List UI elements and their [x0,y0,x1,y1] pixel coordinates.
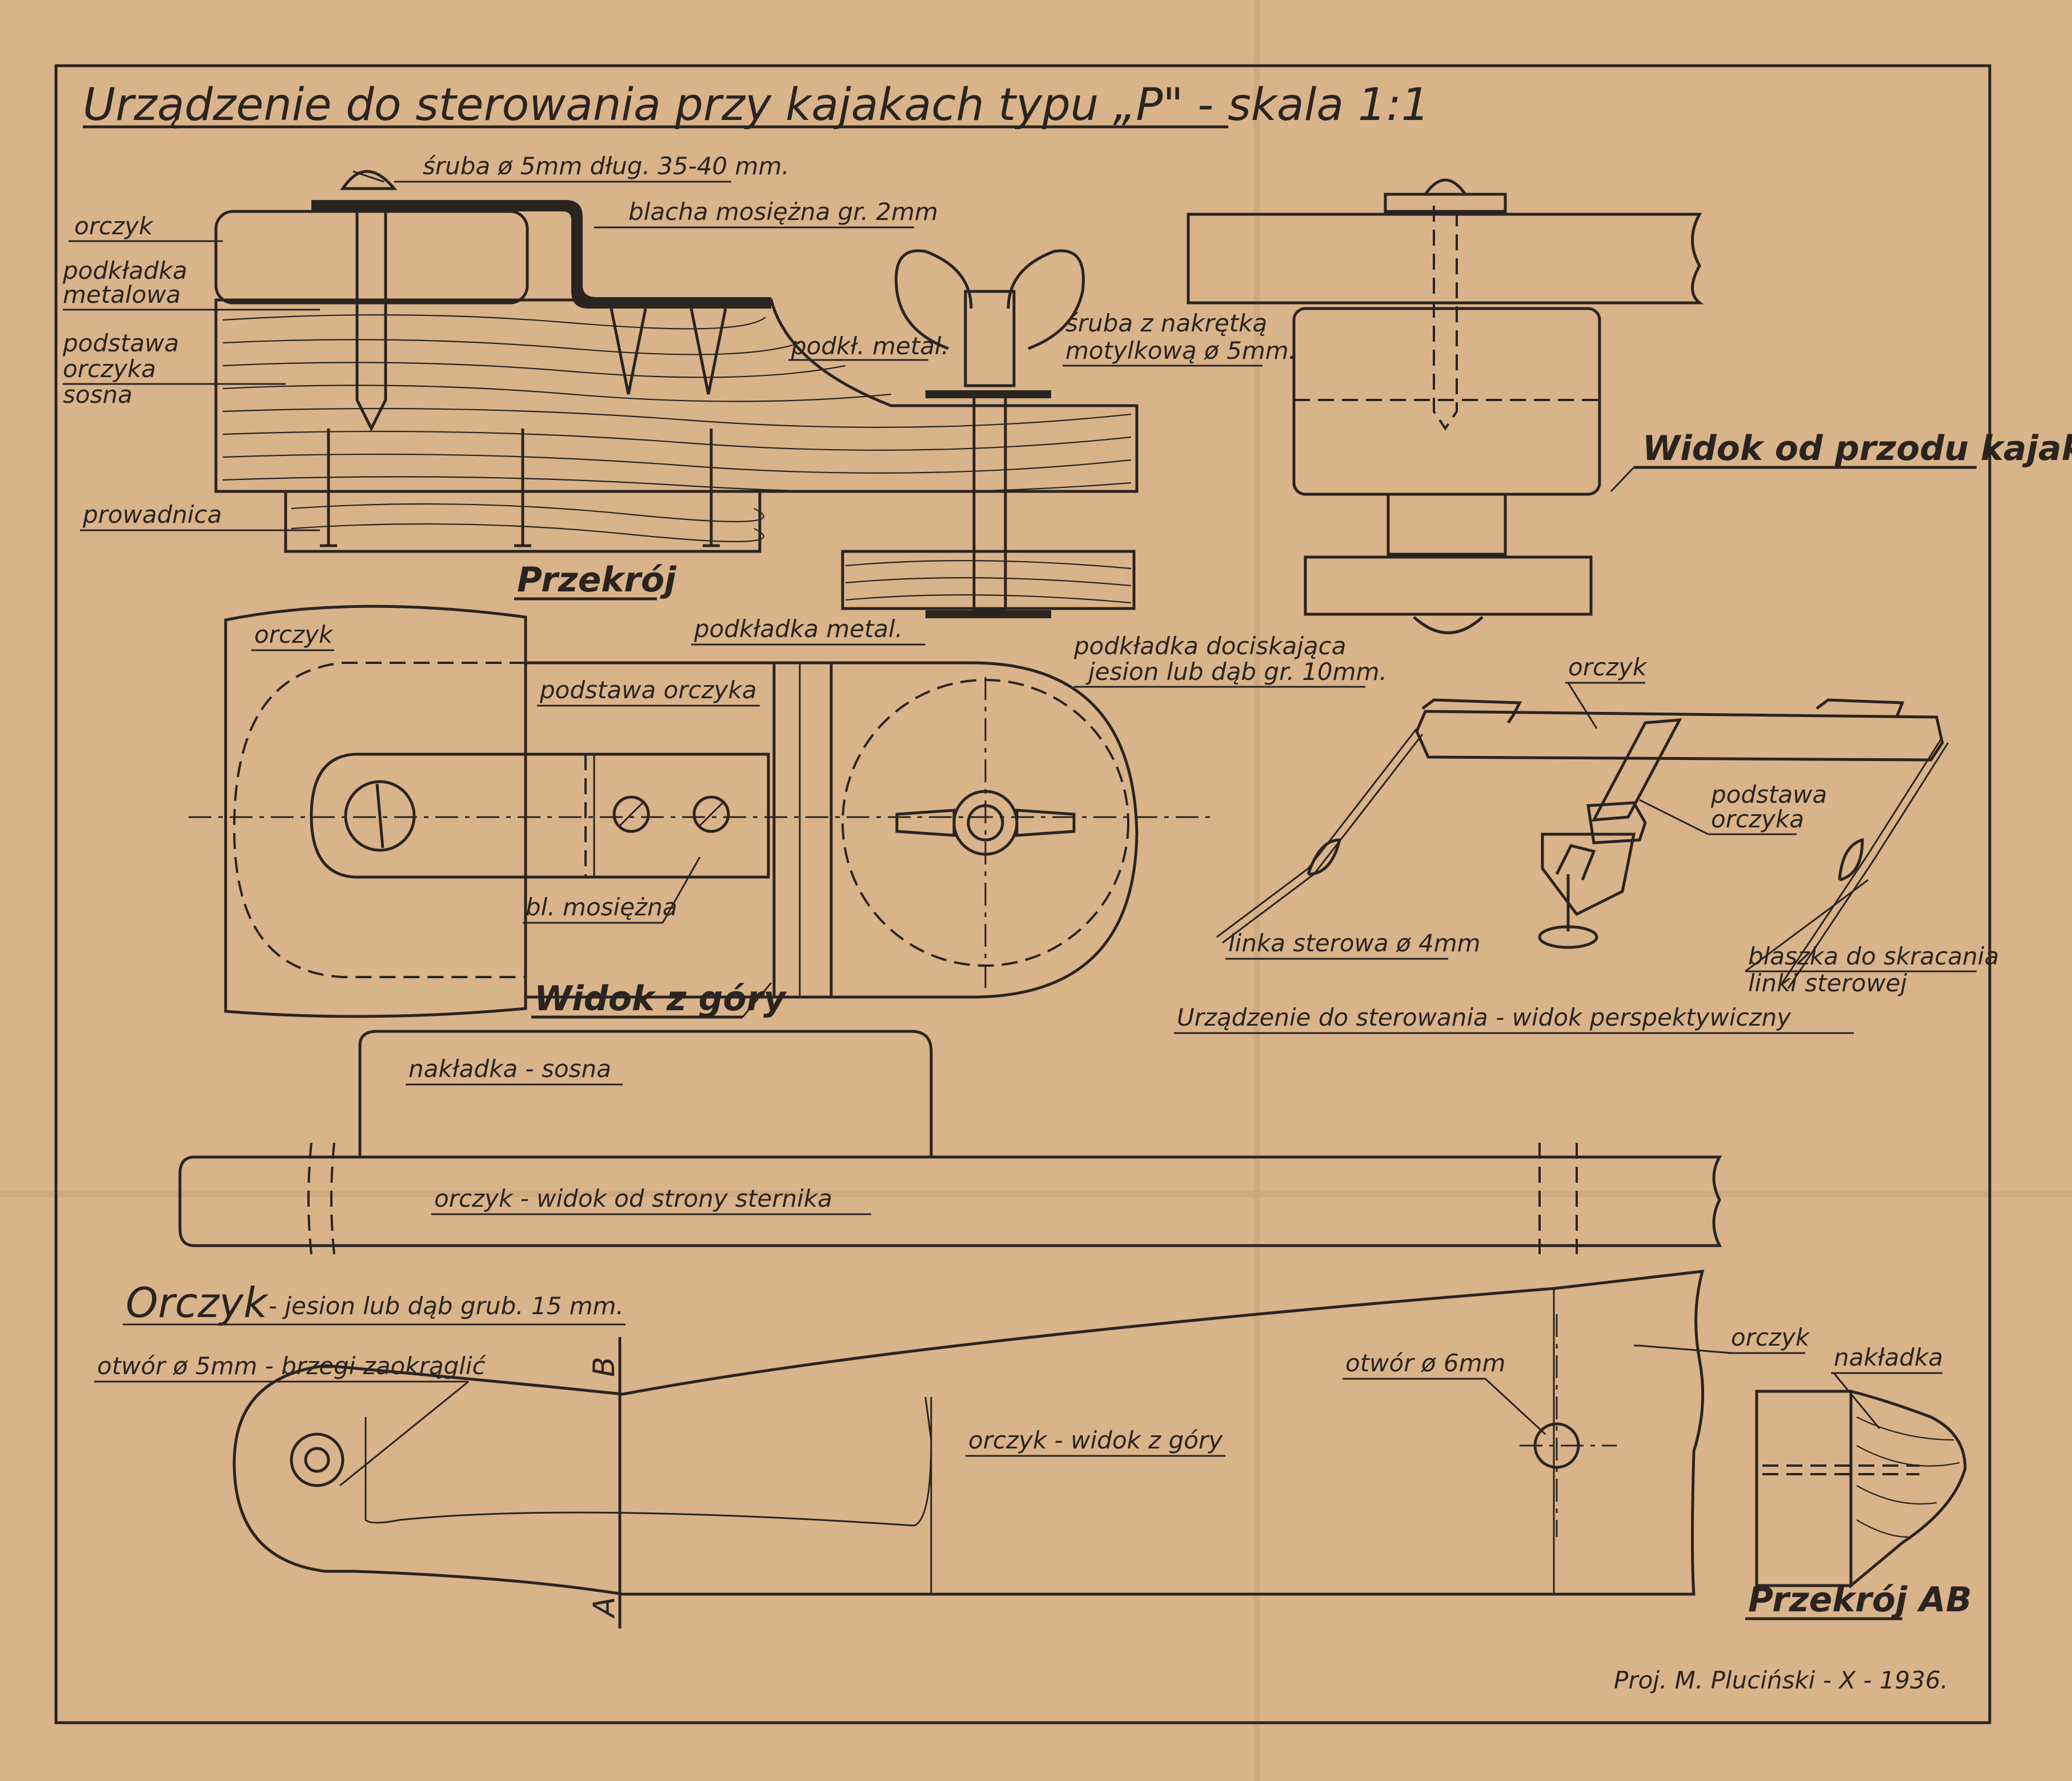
bolt-head [340,170,398,190]
label-widok-z-gory: Widok z góry [534,979,787,1019]
label-widok-przodu: Widok od przodu kajaka [1642,429,2072,469]
top-bolt-hole [344,780,416,852]
label-persp-orczyk: orczyk [1568,653,1648,681]
label-orczyk-section: orczyk [74,212,154,240]
top-orczyk-hidden [233,662,526,978]
nut-body [964,290,1016,387]
label-otwor5: otwór ø 5mm - brzegi zaokrąglić [97,1352,487,1380]
front-kayak-deck [1187,213,1704,305]
label-blacha: blacha mosiężna gr. 2mm [628,198,938,226]
label-orczyk-top: orczyk [254,621,334,649]
mark-a: A [587,1596,622,1619]
label-dociskajaca-2: jesion lub dąb gr. 10mm. [1085,658,1387,686]
label-blaszka-1: blaszka do skracania [1748,942,1999,970]
persp-washer [1538,925,1598,949]
top-screw-2 [692,795,730,833]
persp-wingnut [1555,844,1596,881]
persp-base-plate [1591,718,1682,822]
side-orczyk-bar [178,1155,1722,1247]
persp-line-right [1781,737,1943,983]
bolt-shank [355,200,387,432]
persp-nakladka-left [1421,698,1522,724]
base-block [214,298,1139,493]
side-view [178,1030,1722,1255]
label-prowadnica: prowadnica [82,501,222,529]
label-przekroj: Przekrój [517,560,677,600]
persp-clip-left [1306,838,1342,876]
label-orczyk-title-big: Orczyk [126,1279,269,1327]
label-persp-title: Urządzenie do sterowania - widok perspek… [1177,1003,1792,1031]
label-sruba: śruba ø 5mm dług. 35-40 mm. [423,152,789,180]
label-podstawa-2: orczyka [63,355,156,383]
orczyk-hole-5mm [290,1432,344,1487]
label-persp-podstawa-2: orczyka [1711,805,1804,833]
drawing-border [54,64,1991,1724]
front-bolt-washer [1384,193,1507,213]
label-przekroj-ab: Przekrój AB [1748,1580,1972,1620]
persp-base-block [1586,801,1647,845]
label-persp-podstawa-1: podstawa [1710,781,1827,809]
label-podstawa-orczyka: podstawa orczyka [539,676,757,704]
label-podkladka-1: podkładka [62,257,187,285]
side-hole-left [307,1142,335,1255]
label-orczyk-widok-gory: orczyk - widok z góry [968,1426,1223,1454]
persp-nakladka-right [1815,698,1905,718]
label-otwor6: otwór ø 6mm [1345,1349,1505,1377]
side-nakladka [358,1030,933,1157]
label-linka: linka sterowa ø 4mm [1228,929,1481,957]
wood-screw-2 [690,308,727,395]
label-podstawa-3: sosna [63,381,133,409]
label-nakladka: nakładka [1834,1343,1943,1371]
label-podkladka-2: metalowa [63,281,181,309]
label-orczyk-side: orczyk [1731,1323,1810,1351]
persp-base-body [1541,833,1636,916]
top-brass-plate [310,753,770,879]
label-sruba-nakretka-2: motylkową ø 5mm. [1065,337,1296,365]
wing-nut [895,249,1085,350]
front-bottom-dome [1413,616,1484,634]
pressure-washer [841,550,1136,610]
label-dociskajaca-1: podkładka dociskająca [1073,632,1346,660]
label-sruba-nakretka-1: śruba z nakrętką [1065,309,1267,337]
section-ab [1755,1389,1967,1589]
label-bl-mosiezna: bl. mosiężna [526,893,677,921]
wood-screw-1 [610,308,647,395]
top-view [189,605,1211,1018]
front-view [1187,178,1704,634]
persp-clip-right [1838,838,1864,882]
front-bolt-head [1424,178,1467,195]
top-wingnut-wings [895,809,1076,837]
label-podkladka-metal: podkładka metal. [694,615,903,643]
label-orczyk-title-rest: - jesion lub dąb grub. 15 mm. [268,1292,624,1320]
label-podstawa-1: podstawa [62,329,179,357]
top-screw-1 [612,795,650,833]
front-washer-block [1304,555,1593,616]
label-orczyk-sternika: orczyk - widok od strony sternika [434,1184,832,1212]
base-grain [222,314,1132,493]
nail-2 [514,429,531,547]
cross-section-view [214,170,1139,618]
orczyk-plan-inner [364,1396,932,1527]
label-nakladka-sosna: nakładka - sosna [408,1055,611,1083]
front-neck [1386,493,1507,556]
nail-1 [320,429,337,547]
orczyk-plan-outline [233,1270,1705,1596]
label-podkl-metal: podkł. metal. [791,332,949,360]
perspective-view [1216,698,1949,989]
persp-orczyk-bar [1415,710,1944,762]
top-base-outline [526,661,1139,999]
drawing-title: Urządzenie do sterowania przy kajakach t… [83,79,1429,131]
mark-b: B [587,1356,622,1377]
label-blaszka-2: linki sterowej [1748,969,1907,997]
nail-3 [703,429,720,547]
section-ab-nakladka [1849,1389,1967,1589]
front-bolt-hidden [1433,206,1458,431]
orczyk-plan-view [233,1270,1705,1628]
drawing-signature: Proj. M. Pluciński - X - 1936. [1614,1666,1948,1694]
